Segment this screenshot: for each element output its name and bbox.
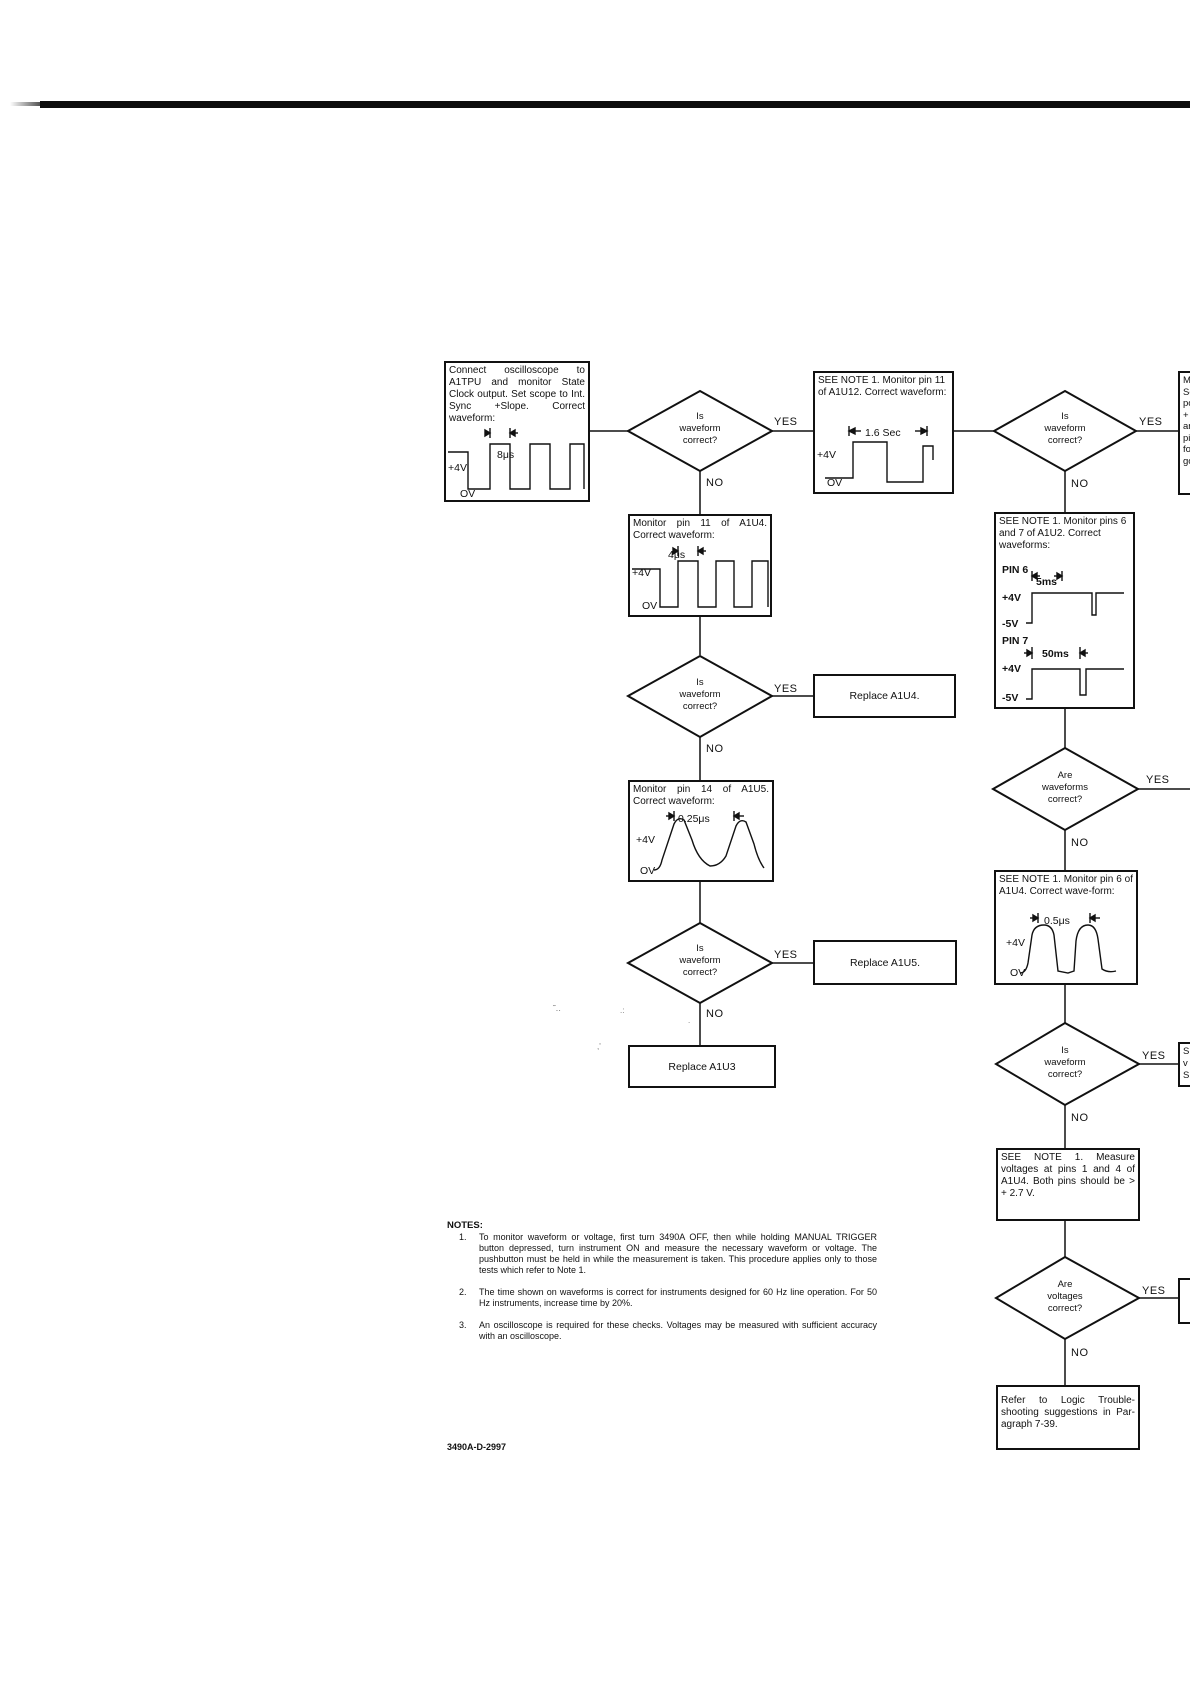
yes-label: YES: [774, 949, 798, 961]
yes-label: YES: [774, 683, 798, 695]
notes-section: NOTES: 1.To monitor waveform or voltage,…: [447, 1220, 877, 1353]
decision-diamond-2: [625, 654, 775, 739]
rounded-waveform: [653, 811, 765, 871]
page-top-rule: [40, 101, 1190, 108]
no-label: NO: [706, 743, 724, 755]
decision-diamond-4: [991, 389, 1139, 473]
page-top-rule-fade: [10, 102, 50, 106]
notes-heading: NOTES:: [447, 1220, 483, 1231]
step-box-monitor-a1u4-pin11: Monitor pin 11 of A1U4. Correct waveform…: [628, 514, 772, 617]
step-box-refer-logic-troubleshooting: Refer to Logic Trouble-shooting suggesti…: [996, 1385, 1140, 1450]
step-box-replace-a1u3: Replace A1U3: [628, 1045, 776, 1088]
no-label: NO: [706, 477, 724, 489]
square-waveform: [632, 546, 769, 608]
step-box-monitor-a1u4-pin6: SEE NOTE 1. Monitor pin 6 of A1U4. Corre…: [994, 870, 1138, 985]
step-box-connect-oscilloscope: Connect oscilloscope to A1TPU and monito…: [444, 361, 590, 502]
yes-label: YES: [1139, 416, 1163, 428]
note-item: 2.The time shown on waveforms is correct…: [459, 1287, 877, 1308]
rounded-waveform: [1019, 913, 1117, 974]
note-item: 1.To monitor waveform or voltage, first …: [459, 1232, 877, 1275]
no-label: NO: [1071, 478, 1089, 490]
note-item: 3.An oscilloscope is required for these …: [459, 1320, 877, 1341]
step-box-replace-a1u4: Replace A1U4.: [813, 674, 956, 718]
yes-label: YES: [774, 416, 798, 428]
pulse-waveforms: [1024, 571, 1124, 700]
step-box-monitor-a1u12: SEE NOTE 1. Monitor pin 11 of A1U12. Cor…: [813, 371, 954, 494]
decision-diamond-7: [994, 1255, 1142, 1341]
no-label: NO: [1071, 1112, 1089, 1124]
decision-diamond-5: [990, 746, 1141, 832]
yes-label: YES: [1146, 774, 1170, 786]
step-box-measure-voltages: SEE NOTE 1. Measure voltages at pins 1 a…: [996, 1148, 1140, 1221]
decision-diamond-3: [625, 921, 775, 1005]
yes-label: YES: [1142, 1285, 1166, 1297]
step-box-monitor-a1u2-pins: SEE NOTE 1. Monitor pins 6 and 7 of A1U2…: [994, 512, 1135, 709]
step-box-replace-a1u5: Replace A1U5.: [813, 940, 957, 985]
no-label: NO: [706, 1008, 724, 1020]
decision-diamond-6: [994, 1021, 1142, 1107]
step-box-cut-off-right: [1178, 1278, 1190, 1324]
document-id: 3490A-D-2997: [447, 1442, 507, 1452]
step-box-monitor-a1u5-pin14: Monitor pin 14 of A1U5. Correct waveform…: [628, 780, 774, 882]
step-box-cut-off-right: MoSc po+ anpi fogo: [1178, 371, 1190, 495]
decision-diamond-1: [625, 389, 775, 473]
no-label: NO: [1071, 1347, 1089, 1359]
no-label: NO: [1071, 837, 1089, 849]
square-waveform: [825, 426, 934, 483]
square-waveform: [448, 428, 585, 490]
yes-label: YES: [1142, 1050, 1166, 1062]
